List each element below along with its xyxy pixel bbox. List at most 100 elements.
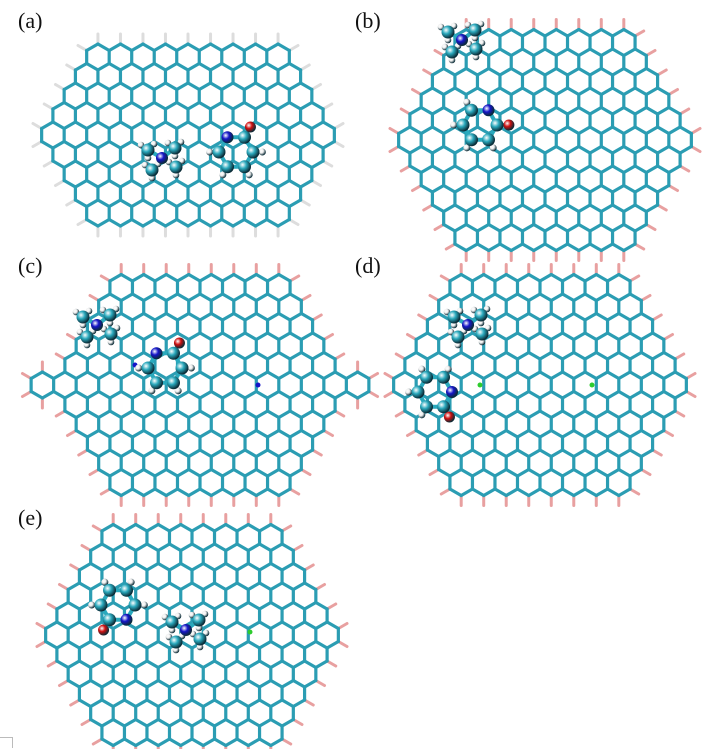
cc-bond <box>77 659 93 670</box>
h-termination <box>91 524 104 533</box>
cc-bond <box>527 272 542 283</box>
cc-bond <box>186 198 201 209</box>
cc-bond <box>145 542 160 553</box>
cc-bond <box>232 331 247 342</box>
cc-bond <box>549 311 565 322</box>
cc-bond <box>175 331 191 342</box>
cc-bond <box>224 620 239 631</box>
cc-bond <box>107 120 123 131</box>
cc-bond <box>235 737 250 748</box>
cc-bond <box>232 487 247 498</box>
cc-bond <box>310 409 326 420</box>
cc-bond <box>231 61 246 72</box>
cc-bond <box>187 467 202 478</box>
cc-bond <box>549 350 565 361</box>
atom-nitrogen <box>150 347 163 360</box>
cc-bond <box>487 222 502 233</box>
cc-bond <box>231 81 246 92</box>
h-termination <box>417 313 429 322</box>
cc-bond <box>325 639 340 650</box>
cc-bond <box>108 292 123 303</box>
cc-bond <box>231 178 246 189</box>
cc-bond <box>644 125 660 136</box>
cc-bond <box>588 144 603 155</box>
cc-bond <box>509 86 525 97</box>
cc-bond <box>639 350 655 361</box>
h-termination <box>662 333 675 341</box>
h-termination <box>667 88 680 96</box>
cc-bond <box>430 105 446 116</box>
cc-bond <box>108 370 123 381</box>
cc-bond <box>224 717 239 728</box>
cc-bond <box>276 159 291 170</box>
cc-bond <box>644 183 660 194</box>
cc-bond <box>254 448 270 459</box>
h-termination <box>314 583 327 591</box>
cc-bond <box>153 292 168 303</box>
cc-bond <box>577 203 592 214</box>
cc-bond <box>527 331 542 342</box>
cc-bond <box>464 86 480 97</box>
cc-bond <box>560 272 576 283</box>
atom-hydrogen <box>219 171 227 179</box>
cc-bond <box>565 86 581 97</box>
cc-bond <box>277 448 292 459</box>
cc-bond <box>650 331 666 342</box>
panel-label-d: (d) <box>355 253 381 278</box>
atom-carbon <box>456 118 470 132</box>
cc-bond <box>515 272 531 283</box>
cc-bond <box>560 311 576 322</box>
cc-bond <box>85 120 100 131</box>
cc-bond <box>577 86 592 97</box>
cc-bond <box>276 100 291 111</box>
cc-bond <box>288 448 303 459</box>
h-termination <box>678 107 691 116</box>
atom-oxygen <box>503 119 515 131</box>
cc-bond <box>287 120 303 131</box>
cc-bond <box>265 81 280 92</box>
cc-bond <box>482 467 497 478</box>
cc-bond <box>212 542 228 553</box>
h-termination <box>662 429 675 437</box>
cc-bond <box>246 522 262 533</box>
cc-bond <box>459 389 475 400</box>
cc-bond <box>212 678 228 689</box>
cc-bond <box>298 81 314 92</box>
adsorbed-molecules <box>405 305 492 423</box>
h-termination <box>332 122 345 130</box>
cc-bond <box>560 428 576 439</box>
cc-bond <box>51 100 66 111</box>
h-termination <box>65 63 77 72</box>
h-termination <box>99 487 112 496</box>
atom-carbon <box>193 632 207 646</box>
cc-bond <box>430 125 446 136</box>
cc-bond <box>448 370 463 381</box>
cc-bond <box>577 144 592 155</box>
cc-bond <box>280 600 295 611</box>
cc-bond <box>622 203 637 214</box>
cc-bond <box>201 600 217 611</box>
cc-bond <box>291 639 307 650</box>
adsorbed-molecules <box>137 121 266 182</box>
cc-bond <box>498 66 513 77</box>
cc-bond <box>610 242 626 253</box>
cc-bond <box>209 448 225 459</box>
cc-bond <box>156 639 172 650</box>
cc-bond <box>448 292 463 303</box>
cc-bond <box>197 159 213 170</box>
cc-bond <box>475 203 491 214</box>
cc-bond <box>179 737 194 748</box>
cc-bond <box>397 125 412 136</box>
cc-bond <box>504 428 520 439</box>
cc-bond <box>220 448 236 459</box>
cc-bond <box>118 159 134 170</box>
cc-bond <box>153 409 168 420</box>
cc-bond <box>594 389 610 400</box>
cc-bond <box>493 350 508 361</box>
cc-bond <box>543 27 558 38</box>
cc-bond <box>254 331 270 342</box>
cc-bond <box>179 698 194 709</box>
h-termination <box>80 718 93 726</box>
cc-bond <box>325 620 340 631</box>
cc-bond <box>164 311 180 322</box>
